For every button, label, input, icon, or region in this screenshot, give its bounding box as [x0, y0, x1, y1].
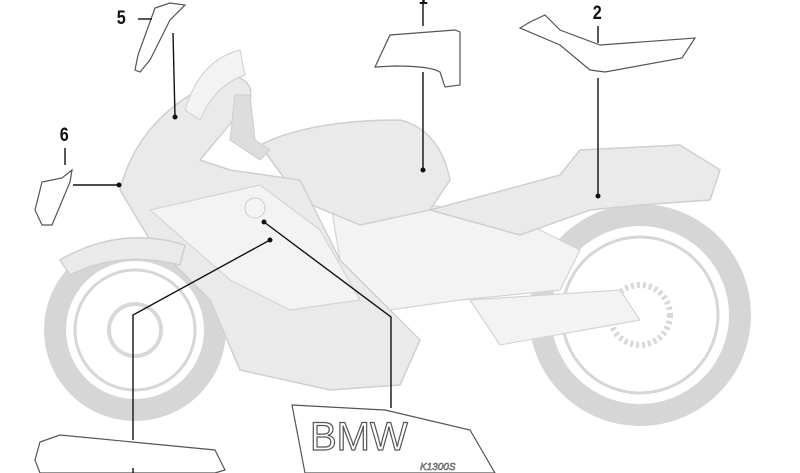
- decal-6-nose: [34, 168, 73, 226]
- decal-1-tank: [374, 29, 461, 88]
- side-panel-badge: [244, 197, 266, 219]
- handlebar: [229, 94, 271, 161]
- callout-6: 6: [59, 125, 69, 146]
- k1300s-logo-lettering: K1300S: [420, 462, 456, 473]
- callout-5: 5: [116, 8, 126, 29]
- decal-bottom-strip: [34, 434, 226, 473]
- tail-section: [427, 144, 721, 236]
- decal-5-windscreen-strip: [134, 2, 187, 73]
- callout-2: 2: [592, 3, 602, 24]
- swingarm: [468, 289, 642, 346]
- callout-1: 1: [419, 0, 428, 10]
- decal-bmw-fairing-logo: BMW K1300S: [291, 404, 496, 473]
- leader-lines: [64, 0, 601, 473]
- front-fender: [58, 237, 186, 276]
- bmw-logo-lettering: BMW: [310, 415, 408, 459]
- windscreen: [184, 49, 246, 121]
- decal-2-tail: [518, 14, 697, 73]
